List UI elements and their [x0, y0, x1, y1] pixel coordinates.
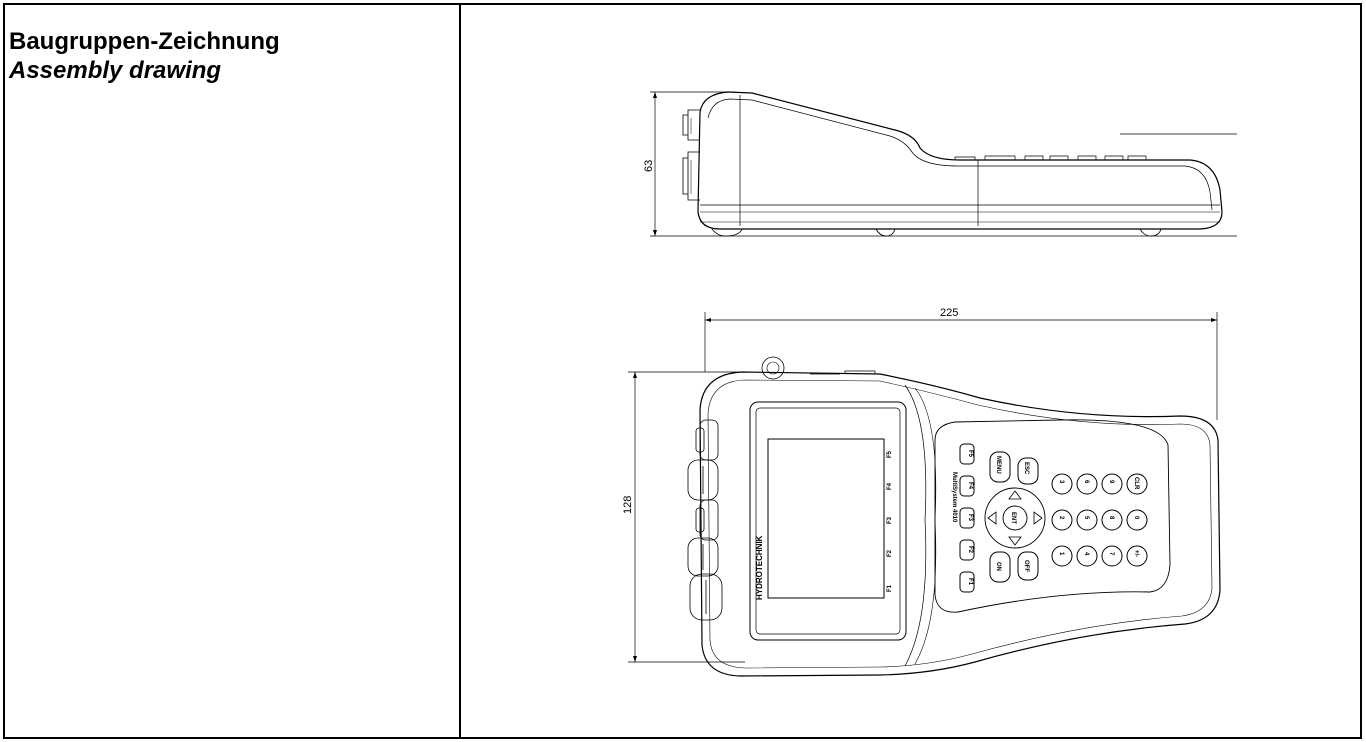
- title-german: Baugruppen-Zeichnung: [9, 28, 280, 55]
- esc-key-label: ESC: [1023, 462, 1029, 475]
- menu-key-label: MENU: [995, 456, 1001, 474]
- svg-text:F5: F5: [967, 450, 973, 458]
- off-key-label: OFF: [1023, 560, 1029, 572]
- svg-text:6: 6: [1083, 480, 1089, 484]
- column-divider: [459, 5, 461, 737]
- on-key-label: ON: [995, 562, 1001, 571]
- svg-text:F4: F4: [967, 482, 973, 490]
- model-label: MultiSystem 4010: [951, 472, 957, 523]
- drawing-sheet: Baugruppen-Zeichnung Assembly drawing: [3, 3, 1362, 739]
- svg-text:0: 0: [1133, 516, 1139, 520]
- svg-text:F3: F3: [967, 514, 973, 522]
- screen-softkey-labels: F5 F4 F3 F2 F1: [887, 450, 893, 592]
- svg-text:F2: F2: [967, 546, 973, 554]
- dimension-128: 128: [622, 496, 634, 514]
- svg-text:CLR: CLR: [1133, 477, 1139, 490]
- dimension-63: 63: [643, 160, 655, 172]
- title-english: Assembly drawing: [9, 57, 222, 84]
- svg-text:F2: F2: [887, 549, 893, 557]
- side-connectors: [687, 419, 723, 621]
- svg-text:5: 5: [1083, 516, 1089, 520]
- numeric-keypad: 3 6 9 CLR 2 5 8 0 1 4 7 +/-: [1051, 473, 1148, 567]
- svg-text:1: 1: [1058, 552, 1064, 556]
- svg-text:F1: F1: [887, 584, 893, 592]
- svg-text:+/-: +/-: [1133, 550, 1139, 557]
- svg-text:3: 3: [1058, 480, 1064, 484]
- svg-text:F4: F4: [887, 482, 893, 490]
- dimension-225: 225: [940, 307, 958, 319]
- function-keys: F5 F4 F3 F2 F1: [959, 443, 975, 593]
- svg-text:7: 7: [1108, 552, 1114, 556]
- brand-label: HYDROTECHNIK: [755, 535, 764, 600]
- side-view: 63: [643, 91, 1237, 237]
- top-view: 225 128 HYDROTECHNIK F5 F4 F3 F2 F1: [622, 307, 1221, 677]
- ent-key-label: ENT: [1010, 512, 1016, 524]
- svg-text:F5: F5: [887, 450, 893, 458]
- svg-text:4: 4: [1083, 552, 1089, 556]
- svg-text:8: 8: [1108, 516, 1114, 520]
- navigation-pad: ENT: [984, 487, 1046, 549]
- svg-text:F3: F3: [887, 516, 893, 524]
- svg-text:F1: F1: [967, 578, 973, 586]
- svg-text:9: 9: [1108, 480, 1114, 484]
- svg-text:2: 2: [1058, 516, 1064, 520]
